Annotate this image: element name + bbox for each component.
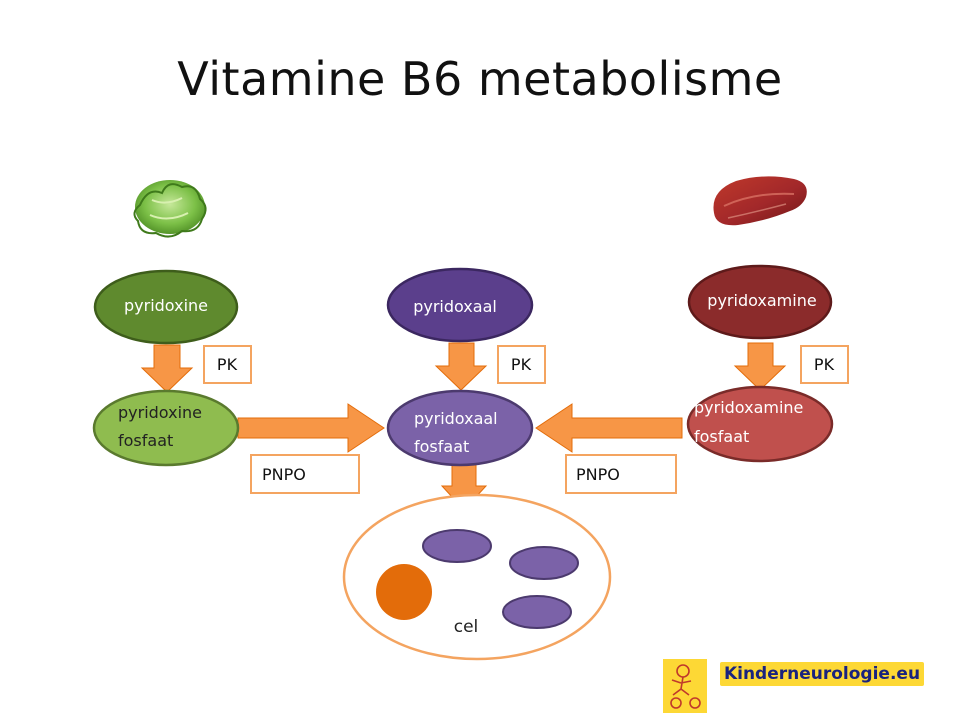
pk-box-right: PK: [800, 345, 849, 384]
pnpo-box-left: PNPO: [250, 454, 360, 494]
pk-box-middle: PK: [497, 345, 546, 384]
pnpo-label-left: PNPO: [262, 465, 306, 484]
organelle: [502, 595, 572, 629]
cell: cel: [342, 493, 612, 661]
pyridoxamine-phosphate-label-2: fosfaat: [694, 427, 749, 446]
pyridoxamine-phosphate-label-1: pyridoxamine: [694, 398, 803, 417]
pk-arrow-right: [733, 342, 787, 391]
pyridoxal-phosphate-label-1: pyridoxaal: [414, 409, 498, 428]
pnpo-arrow-left: [237, 403, 385, 453]
pnpo-label-right: PNPO: [576, 465, 620, 484]
pyridoxine-phosphate-node: pyridoxine fosfaat: [92, 389, 240, 467]
slide-title: Vitamine B6 metabolisme: [177, 52, 783, 106]
child-figure-logo-icon: [663, 659, 707, 713]
pyridoxal-label: pyridoxaal: [413, 297, 497, 316]
cell-label: cel: [454, 617, 479, 637]
steak-icon: [713, 176, 807, 226]
pyridoxamine-label: pyridoxamine: [707, 291, 816, 310]
brand-banner: Kinderneurologie.eu: [720, 662, 924, 686]
pk-arrow-middle: [434, 342, 488, 391]
pyridoxal-phosphate-node: pyridoxaal fosfaat: [386, 389, 534, 467]
pnpo-arrow-right: [535, 403, 683, 453]
organelle: [509, 546, 579, 580]
pyridoxal-node: pyridoxaal: [386, 267, 534, 343]
pk-arrow-left: [140, 344, 194, 393]
pyridoxine-phosphate-label-2: fosfaat: [118, 431, 173, 450]
lettuce-icon: [133, 180, 207, 238]
pyridoxine-node: pyridoxine: [93, 269, 239, 345]
pyridoxamine-node: pyridoxamine: [687, 264, 833, 340]
pk-box-left: PK: [203, 345, 252, 384]
pyridoxal-phosphate-label-2: fosfaat: [414, 437, 469, 456]
pyridoxine-label: pyridoxine: [124, 296, 208, 315]
pyridoxamine-phosphate-node: pyridoxamine fosfaat: [686, 385, 834, 463]
organelle: [422, 529, 492, 563]
nucleus: [376, 564, 432, 620]
pk-label-right: PK: [814, 355, 835, 374]
pnpo-box-right: PNPO: [565, 454, 677, 494]
pyridoxine-phosphate-label-1: pyridoxine: [118, 403, 202, 422]
pk-label-middle: PK: [511, 355, 532, 374]
pk-label-left: PK: [217, 355, 238, 374]
